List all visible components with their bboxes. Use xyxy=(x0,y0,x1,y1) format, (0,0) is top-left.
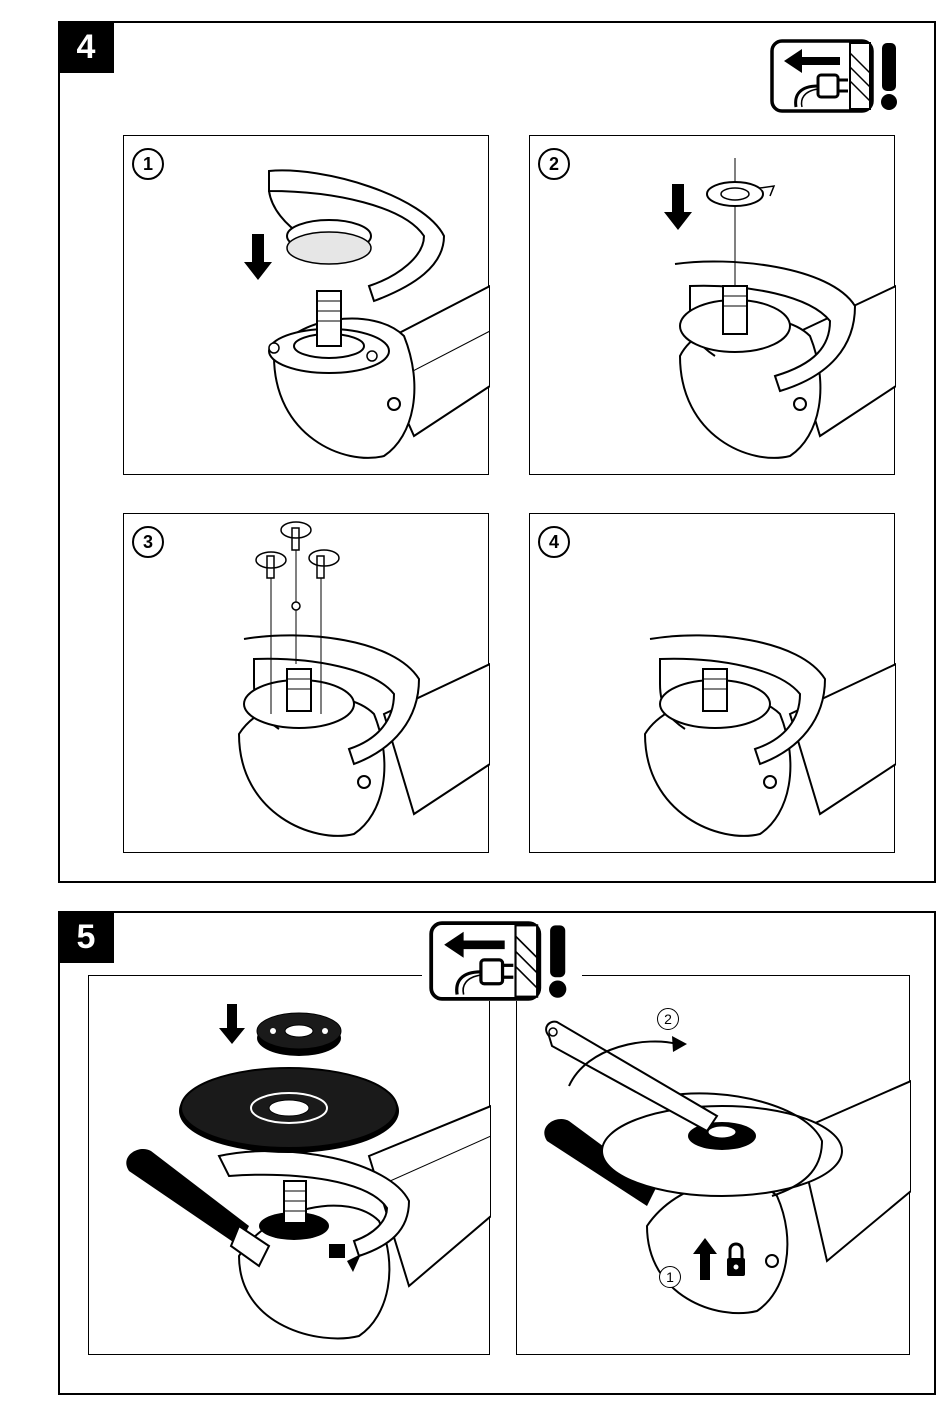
unplug-warning-icon xyxy=(770,39,905,113)
lock-step-badge: 1 xyxy=(659,1266,681,1288)
step-badge-3: 3 xyxy=(132,526,164,558)
disc-tightening-panel: 2 1 xyxy=(516,975,910,1355)
rotate-step-badge: 2 xyxy=(657,1008,679,1030)
unplug-warning-icon xyxy=(422,921,582,1001)
screw-fastening-illustration xyxy=(124,514,490,854)
section-4: 4 xyxy=(58,21,936,883)
step-panel-3: 3 xyxy=(123,513,489,853)
disc-mounting-panel xyxy=(88,975,490,1355)
step-panel-1: 1 xyxy=(123,135,489,475)
step-badge-2: 2 xyxy=(538,148,570,180)
step-badge-1: 1 xyxy=(132,148,164,180)
guard-mounted-illustration xyxy=(530,514,896,854)
grinder-guard-lowering-illustration xyxy=(124,136,490,476)
step-panel-4: 4 xyxy=(529,513,895,853)
section-5: 5 xyxy=(58,911,936,1395)
disc-tightening-illustration xyxy=(517,976,911,1356)
step-panel-2: 2 xyxy=(529,135,895,475)
disc-mounting-illustration xyxy=(89,976,491,1356)
section-number-4: 4 xyxy=(58,21,114,73)
step-badge-4: 4 xyxy=(538,526,570,558)
flange-plate-illustration xyxy=(530,136,896,476)
section-number-5: 5 xyxy=(58,911,114,963)
